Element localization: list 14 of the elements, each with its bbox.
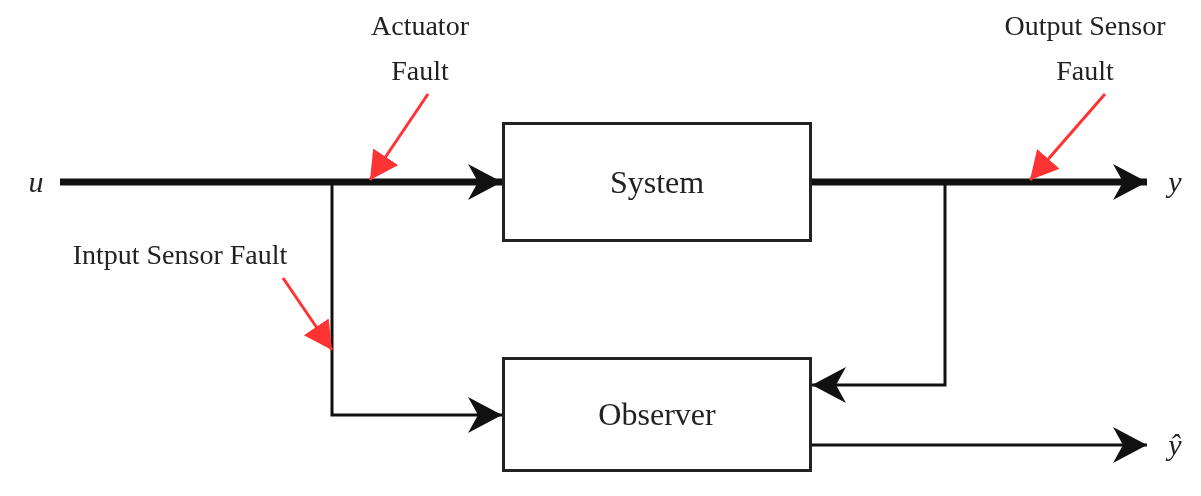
leader-arrow [1028, 93, 1107, 181]
fault-label: Actuator Fault [345, 4, 495, 94]
leader-arrow [281, 277, 334, 351]
arrow [812, 180, 947, 403]
arrow [60, 180, 502, 433]
process-box: System [502, 122, 812, 242]
leader-arrow [368, 93, 430, 181]
arrow [812, 427, 1147, 463]
signal-label: u [18, 160, 54, 204]
signal-label: y [1155, 160, 1195, 204]
fault-label: Output Sensor Fault [975, 4, 1195, 94]
fault-label: Intput Sensor Fault [70, 210, 290, 300]
signal-label: ŷ [1155, 423, 1195, 467]
process-box: Observer [502, 357, 812, 472]
